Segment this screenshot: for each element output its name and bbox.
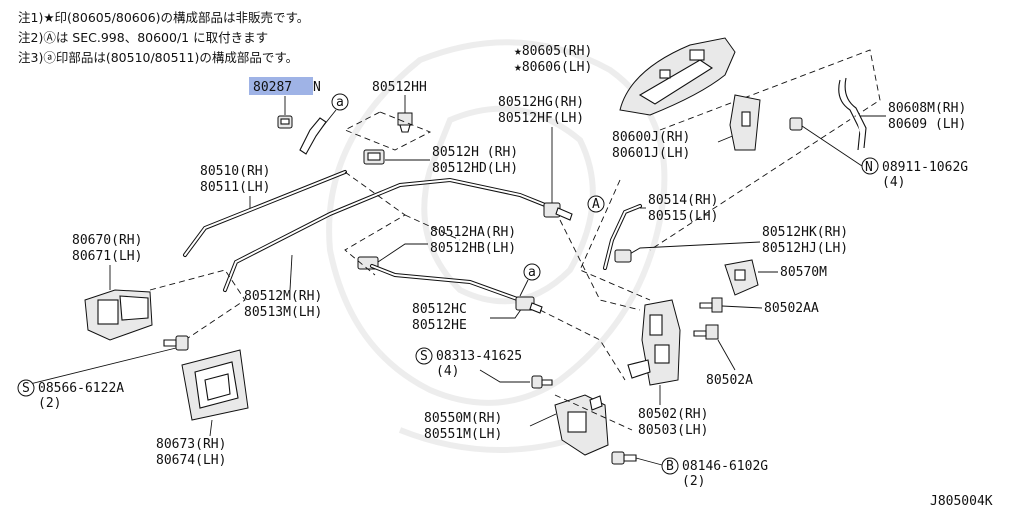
- label-80510: 80510(RH): [200, 164, 270, 179]
- prefix-circle-s-2: [17, 379, 35, 397]
- label-80502: 80502(RH): [638, 407, 708, 422]
- label-80512hk: 80512HK(RH): [762, 225, 848, 240]
- label-08911: 08911-1062G: [882, 160, 968, 175]
- label-80605: ★80605(RH): [514, 44, 592, 59]
- label-08313-qty: (4): [436, 364, 459, 379]
- label-80512hc: 80512HC: [412, 302, 467, 317]
- bolt-08146: [611, 451, 637, 465]
- ref-a-upper: A: [592, 197, 600, 212]
- prefix-circle-n: [861, 157, 879, 175]
- label-80502aa: 80502AA: [764, 301, 819, 316]
- bolt-80502aa: [699, 297, 723, 313]
- note-3: 注3)ⓐ印部品は(80510/80511)の構成部品です。: [18, 50, 298, 65]
- label-80609: 80609 (LH): [888, 117, 966, 132]
- seal-80608m: [838, 77, 867, 151]
- label-80608m: 80608M(RH): [888, 101, 966, 116]
- label-80514: 80514(RH): [648, 193, 718, 208]
- label-80670: 80670(RH): [72, 233, 142, 248]
- clip-80512h: [363, 149, 385, 165]
- label-08911-qty: (4): [882, 175, 905, 190]
- ref-circle-a-lower-1: [331, 93, 349, 111]
- label-80671: 80671(LH): [72, 249, 142, 264]
- label-80513m: 80513M(LH): [244, 305, 322, 320]
- label-08566-qty: (2): [38, 396, 61, 411]
- prefix-b: B: [666, 459, 674, 474]
- highlight-part-number[interactable]: 80287: [253, 80, 292, 95]
- prefix-circle-s-1: [415, 347, 433, 365]
- label-80512m: 80512M(RH): [244, 289, 322, 304]
- label-80550m: 80550M(RH): [424, 411, 502, 426]
- label-80512he: 80512HE: [412, 318, 467, 333]
- outer-handle-80605: [619, 37, 736, 116]
- label-08146: 08146-6102G: [682, 459, 768, 474]
- cable-inner-80512hc: [370, 264, 522, 302]
- part-80570m: [724, 259, 759, 296]
- label-80503: 80503(LH): [638, 423, 708, 438]
- label-80511: 80511(LH): [200, 180, 270, 195]
- figure-code: J805004K: [930, 494, 993, 509]
- prefix-s-2: S: [22, 381, 30, 396]
- highlight-suffix: N: [313, 80, 321, 95]
- ref-circle-a-upper: [587, 195, 605, 213]
- label-80502a: 80502A: [706, 373, 753, 388]
- label-80512hb: 80512HB(LH): [430, 241, 516, 256]
- ref-circle-a-lower-2: [523, 263, 541, 281]
- door-lock-80502: [627, 299, 681, 386]
- label-80606: ★80606(LH): [514, 60, 592, 75]
- clip-80287n: [277, 115, 293, 129]
- note-2: 注2)Ⓐは SEC.998、80600/1 に取付きます: [18, 30, 268, 45]
- label-80674: 80674(LH): [156, 453, 226, 468]
- bolt-80502a: [693, 324, 719, 340]
- clip-80512hk: [614, 249, 632, 263]
- screw-08313: [531, 375, 553, 389]
- label-80570m: 80570M: [780, 265, 827, 280]
- note-1: 注1)★印(80605/80606)の構成部品は非販売です。: [18, 10, 309, 25]
- clip-80512hg: [543, 202, 573, 221]
- nut-08911: [789, 117, 803, 131]
- inside-handle-80670: [84, 289, 153, 341]
- ref-a-lower-2: a: [528, 265, 536, 280]
- label-08566: 08566-6122A: [38, 381, 124, 396]
- ref-a-lower-1: a: [336, 95, 344, 110]
- label-80512hj: 80512HJ(LH): [762, 241, 848, 256]
- cable-80512m: [223, 177, 547, 292]
- cable-80514: [603, 204, 642, 270]
- actuator-80550m: [554, 394, 609, 456]
- label-80512hd: 80512HD(LH): [432, 161, 518, 176]
- label-08313: 08313-41625: [436, 349, 522, 364]
- clip-80512hc: [515, 296, 543, 314]
- label-80515: 80515(LH): [648, 209, 718, 224]
- screw-08566: [163, 335, 189, 351]
- label-08146-qty: (2): [682, 474, 705, 489]
- label-80512hg: 80512HG(RH): [498, 95, 584, 110]
- label-80551m: 80551M(LH): [424, 427, 502, 442]
- escutcheon-80673: [181, 349, 249, 421]
- prefix-n: N: [865, 160, 873, 175]
- highlight-box[interactable]: [249, 77, 313, 95]
- clip-80512hh: [397, 112, 413, 133]
- label-80512hh: 80512HH: [372, 80, 427, 95]
- label-80512h: 80512H (RH): [432, 145, 518, 160]
- prefix-circle-b: [661, 457, 679, 475]
- label-80600j: 80600J(RH): [612, 130, 690, 145]
- rod-80510: [183, 170, 347, 257]
- prefix-s-1: S: [420, 349, 428, 364]
- label-80673: 80673(RH): [156, 437, 226, 452]
- escutcheon-80600j: [729, 94, 761, 151]
- label-80601j: 80601J(LH): [612, 146, 690, 161]
- label-80512hf: 80512HF(LH): [498, 111, 584, 126]
